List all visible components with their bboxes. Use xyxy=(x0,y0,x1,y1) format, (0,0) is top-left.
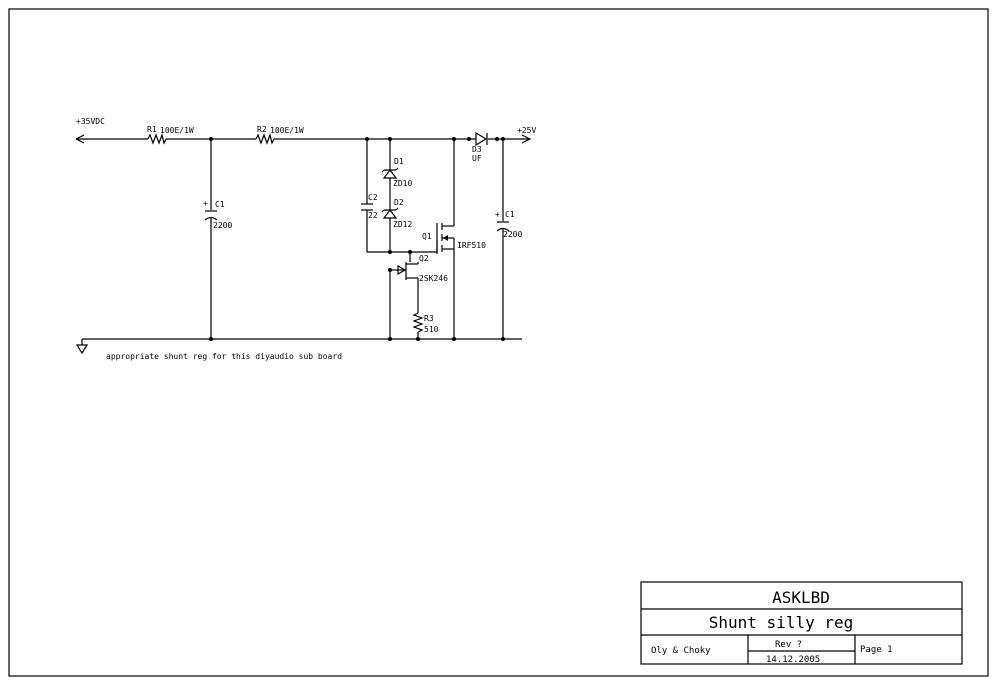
label-d1-ref: D1 xyxy=(394,157,404,166)
label-r3-value: 510 xyxy=(424,325,439,334)
label-d3-ref: D3 xyxy=(472,145,482,154)
resistor-r1 xyxy=(147,132,167,145)
label-d1-value: ZD10 xyxy=(393,179,412,188)
label-q2-value: 2SK246 xyxy=(419,274,448,283)
resistor-r3 xyxy=(412,312,424,339)
title-block-project: ASKLBD xyxy=(772,588,830,607)
resistor-r2 xyxy=(255,132,275,145)
label-r1-ref: R1 xyxy=(147,125,157,134)
label-c1-left-ref: C1 xyxy=(215,200,225,209)
label-c2-ref: C2 xyxy=(368,193,378,202)
jfet-q2 xyxy=(389,262,419,339)
label-c1-right-ref: C1 xyxy=(505,210,515,219)
label-d2-value: ZD12 xyxy=(393,220,412,229)
capacitor-c2 xyxy=(361,139,373,252)
label-c1-right-value: 2200 xyxy=(503,230,522,239)
title-block-rev: Rev ? xyxy=(775,640,802,650)
label-d2-ref: D2 xyxy=(394,198,404,207)
mosfet-q1 xyxy=(436,139,455,339)
label-c1-left-value: 2200 xyxy=(213,221,232,230)
diode-d3 xyxy=(475,131,488,147)
capacitor-c1-right: + xyxy=(495,139,510,339)
label-r2-ref: R2 xyxy=(257,125,267,134)
top-rail-wires xyxy=(75,134,532,144)
label-q1-ref: Q1 xyxy=(422,232,432,241)
title-block xyxy=(640,581,963,665)
label-vout: +25V xyxy=(517,126,536,135)
label-r3-ref: R3 xyxy=(424,314,434,323)
title-block-page: Page 1 xyxy=(860,645,893,655)
svg-text:+: + xyxy=(203,199,208,208)
junction-dots xyxy=(209,137,505,341)
zener-d2 xyxy=(381,207,399,252)
label-c2-value: 22 xyxy=(368,211,378,220)
label-r1-value: 100E/1W xyxy=(160,126,194,135)
label-q1-value: IRF510 xyxy=(457,241,486,250)
title-block-authors: Oly & Choky xyxy=(651,646,711,656)
schematic-note: appropriate shunt reg for this diyaudio … xyxy=(106,352,342,361)
label-d3-value: UF xyxy=(472,154,482,163)
svg-text:+: + xyxy=(495,210,500,219)
title-block-date: 14.12.2005 xyxy=(766,655,820,665)
label-q2-ref: Q2 xyxy=(419,254,429,263)
capacitor-c1-left: + xyxy=(203,139,218,339)
ground-rail xyxy=(75,338,522,355)
label-vin: +35VDC xyxy=(76,117,105,126)
sheet-border xyxy=(8,8,989,677)
zener-d1 xyxy=(381,139,399,210)
label-r2-value: 100E/1W xyxy=(270,126,304,135)
title-block-title: Shunt silly reg xyxy=(709,613,854,632)
